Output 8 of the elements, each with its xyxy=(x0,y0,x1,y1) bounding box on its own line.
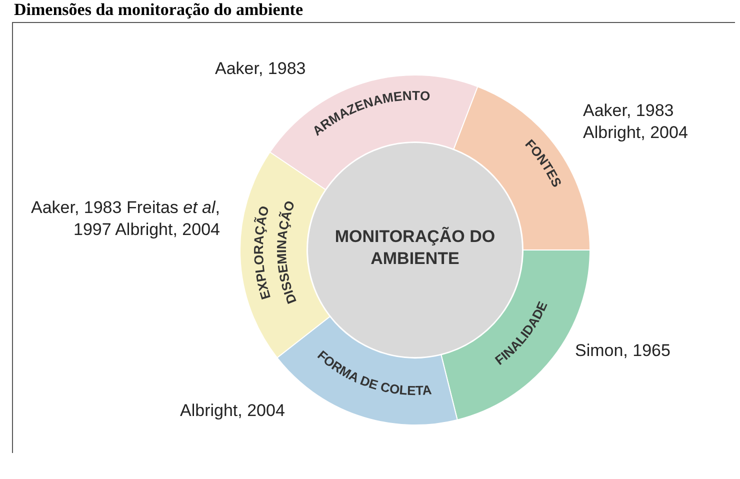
citation: Aaker, 1983 Albright, 2004 xyxy=(583,100,689,144)
citation: Simon, 1965 xyxy=(575,340,672,362)
center-label: MONITORAÇÃO DO AMBIENTE xyxy=(334,226,496,270)
citation: Aaker, 1983 xyxy=(215,58,307,80)
citation: Albright, 2004 xyxy=(180,400,286,422)
title: Dimensões da monitoração do ambiente xyxy=(14,0,303,20)
ring-segment xyxy=(269,74,478,190)
citation: Aaker, 1983 Freitas et al, 1997 Albright, 2004 xyxy=(30,197,220,241)
